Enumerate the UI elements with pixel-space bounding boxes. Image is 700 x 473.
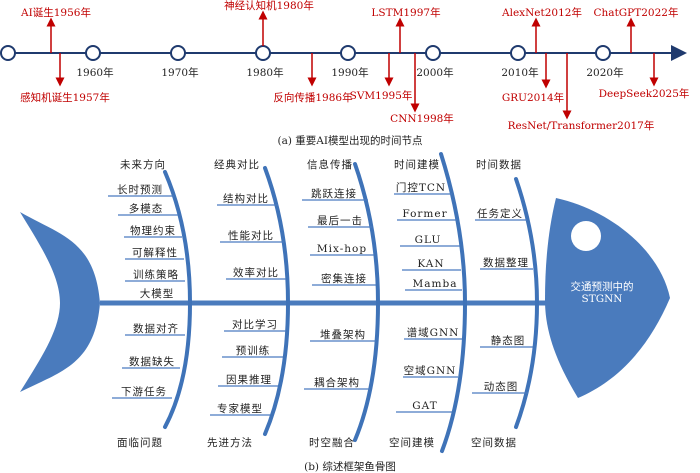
- bone: [353, 162, 381, 442]
- category-label: 空间数据: [471, 436, 517, 449]
- year-node: [0, 45, 16, 61]
- item-label: Mamba: [413, 278, 458, 290]
- caption-a: (a) 重要AI模型出现的时间节点: [277, 134, 422, 147]
- item-label: 可解释性: [132, 246, 178, 259]
- item-label: 多模态: [129, 202, 164, 215]
- year-label: 1960年: [76, 66, 113, 79]
- event-label: 感知机诞生1957年: [20, 91, 110, 104]
- item-label: 效率对比: [233, 266, 279, 279]
- year-node: [85, 45, 101, 61]
- year-node: [425, 45, 441, 61]
- item-label: 数据对齐: [133, 322, 179, 335]
- item-label: 门控TCN: [396, 181, 446, 194]
- item-label: 预训练: [236, 344, 271, 357]
- year-label: 1980年: [246, 66, 283, 79]
- category-label: 先进方法: [207, 436, 253, 449]
- category-label: 经典对比: [214, 158, 260, 171]
- item-label: GLU: [415, 234, 442, 246]
- category-label: 时间建模: [394, 158, 440, 171]
- item-label: 专家模型: [217, 402, 263, 415]
- bone-underlines: [108, 193, 533, 416]
- item-label: Former: [402, 208, 447, 220]
- bone: [163, 170, 193, 429]
- item-label: 任务定义: [477, 207, 523, 220]
- item-label: 性能对比: [228, 229, 274, 242]
- event-label: AI诞生1956年: [20, 6, 91, 19]
- item-label: 数据缺失: [129, 355, 175, 368]
- item-label: 动态图: [484, 380, 519, 393]
- item-label: 长时预测: [117, 183, 163, 196]
- bone: [514, 177, 540, 429]
- bones: [163, 152, 540, 453]
- item-label: 对比学习: [232, 318, 278, 331]
- event-label: 神经认知机1980年: [224, 0, 314, 12]
- fish-tail: [20, 212, 100, 392]
- year-node: [170, 45, 186, 61]
- category-label: 面临问题: [117, 436, 163, 449]
- fish-eye: [571, 221, 601, 251]
- item-label: 大模型: [140, 287, 175, 300]
- event-label: ResNet/Transformer2017年: [508, 119, 655, 132]
- event-label: SVM1995年: [350, 89, 413, 102]
- item-label: 空域GNN: [404, 364, 457, 377]
- category-label: 空间建模: [389, 436, 435, 449]
- item-label: 堆叠架构: [320, 328, 366, 341]
- category-label: 时间数据: [476, 158, 522, 171]
- item-label: 静态图: [491, 334, 526, 347]
- item-label: 结构对比: [223, 192, 269, 205]
- year-label: 2010年: [501, 66, 538, 79]
- year-label: 2020年: [586, 66, 623, 79]
- bone: [263, 166, 291, 436]
- event-label: DeepSeek2025年: [599, 87, 690, 100]
- event-arrows: [46, 10, 659, 120]
- timeline: 1960年 1970年 1980年 1990年 2000年 2010年 2020…: [0, 0, 690, 147]
- item-label: KAN: [417, 258, 444, 270]
- item-label: 训练策略: [133, 268, 179, 281]
- bone: [439, 152, 468, 453]
- category-label: 未来方向: [120, 158, 166, 171]
- item-label: 下游任务: [121, 385, 167, 398]
- category-label: 时空融合: [309, 436, 355, 449]
- event-label: CNN1998年: [390, 112, 454, 125]
- year-label: 2000年: [416, 66, 453, 79]
- item-label: 数据整理: [483, 256, 529, 269]
- year-node: [255, 45, 271, 61]
- year-label: 1990年: [331, 66, 368, 79]
- item-label: 密集连接: [321, 272, 367, 285]
- item-label: GAT: [412, 400, 437, 412]
- caption-b: (b) 综述框架鱼骨图: [304, 460, 396, 473]
- event-label: 反向传播1986年: [273, 91, 352, 104]
- item-label: 物理约束: [130, 224, 176, 237]
- event-label: AlexNet2012年: [501, 6, 582, 19]
- item-label: 谱域GNN: [407, 326, 460, 339]
- year-node: [340, 45, 356, 61]
- fish-head-label: 交通预测中的: [571, 280, 634, 293]
- fish-head: [545, 198, 670, 398]
- event-label: ChatGPT2022年: [594, 6, 679, 19]
- fishbone: 交通预测中的 STGNN: [20, 152, 670, 473]
- item-label: 最后一击: [317, 215, 363, 227]
- item-label: 因果推理: [226, 373, 272, 386]
- event-label: GRU2014年: [502, 91, 564, 104]
- item-label: 耦合架构: [314, 376, 360, 389]
- year-label: 1970年: [161, 66, 198, 79]
- year-node: [510, 45, 526, 61]
- category-label: 信息传播: [307, 158, 353, 171]
- item-label: 跳跃连接: [311, 187, 357, 200]
- fish-head-label-2: STGNN: [582, 293, 623, 305]
- item-label: Mix-hop: [317, 243, 367, 255]
- event-label: LSTM1997年: [371, 6, 440, 19]
- year-node: [595, 45, 611, 61]
